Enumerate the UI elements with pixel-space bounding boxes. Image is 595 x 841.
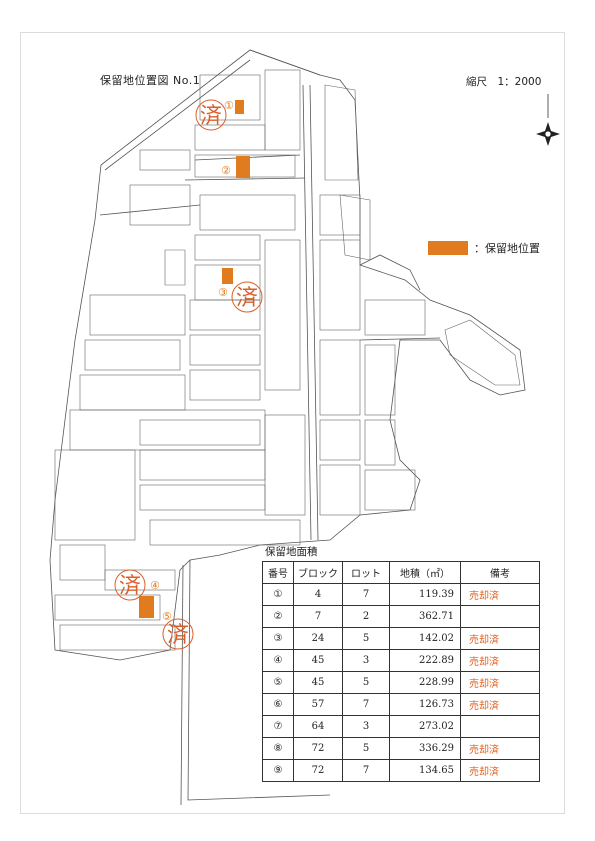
cell-lot: 7 xyxy=(342,693,390,716)
cell-lot: 3 xyxy=(342,715,390,738)
cell-area: 142.02 xyxy=(389,627,461,650)
cell-remarks: 売却済 xyxy=(460,649,540,672)
parcel-2-number: ② xyxy=(221,164,231,177)
header-area: 地積（㎡） xyxy=(389,561,461,584)
parcel-3 xyxy=(222,268,233,284)
cell-area: 119.39 xyxy=(389,583,461,606)
header-lot: ロット xyxy=(342,561,390,584)
table-header-row: 番号 ブロック ロット 地積（㎡） 備考 xyxy=(262,561,540,584)
legend: ：保留地位置 xyxy=(428,240,540,256)
cell-block: 72 xyxy=(293,759,343,782)
cell-area: 228.99 xyxy=(389,671,461,694)
sold-stamps: 済 済 済 済 xyxy=(114,99,263,650)
cell-block: 45 xyxy=(293,671,343,694)
parcel-1-number: ① xyxy=(224,99,234,112)
cell-remarks xyxy=(460,605,540,628)
parcel-numbers: ① ② ③ ④ ⑤ xyxy=(150,99,234,623)
map-title: 保留地位置図 No.1 xyxy=(100,74,201,87)
reserved-parcels xyxy=(139,100,250,618)
cell-lot: 5 xyxy=(342,671,390,694)
legend-label: ：保留地位置 xyxy=(474,242,540,255)
cell-lot: 2 xyxy=(342,605,390,628)
cell-area: 336.29 xyxy=(389,737,461,760)
cell-block: 72 xyxy=(293,737,343,760)
cell-number: ① xyxy=(262,583,294,606)
cell-number: ④ xyxy=(262,649,294,672)
header-remarks: 備考 xyxy=(460,561,540,584)
svg-text:済: 済 xyxy=(236,286,258,311)
cell-block: 57 xyxy=(293,693,343,716)
parcel-5-number: ⑤ xyxy=(162,610,172,623)
city-blocks xyxy=(54,69,521,651)
road-central xyxy=(309,84,319,541)
parcel-2 xyxy=(236,156,250,178)
legend-swatch xyxy=(428,241,468,255)
cell-number: ⑨ xyxy=(262,759,294,782)
cell-area: 134.65 xyxy=(389,759,461,782)
parcel-4-5 xyxy=(139,596,154,618)
svg-text:済: 済 xyxy=(200,104,222,129)
header-block: ブロック xyxy=(293,561,343,584)
parcel-1 xyxy=(235,100,244,114)
cell-lot: 3 xyxy=(342,649,390,672)
cell-number: ⑥ xyxy=(262,693,294,716)
cell-remarks: 売却済 xyxy=(460,583,540,606)
cell-number: ⑧ xyxy=(262,737,294,760)
cell-remarks: 売却済 xyxy=(460,671,540,694)
cell-block: 7 xyxy=(293,605,343,628)
cell-lot: 7 xyxy=(342,583,390,606)
cell-block: 45 xyxy=(293,649,343,672)
cell-remarks: 売却済 xyxy=(460,759,540,782)
sold-stamp-1 xyxy=(195,99,227,131)
cell-number: ② xyxy=(262,605,294,628)
cell-lot: 5 xyxy=(342,737,390,760)
cell-number: ③ xyxy=(262,627,294,650)
cell-remarks xyxy=(460,715,540,738)
cell-area: 222.89 xyxy=(389,649,461,672)
sold-stamp-3 xyxy=(231,281,263,313)
cell-block: 4 xyxy=(293,583,343,606)
cell-area: 362.71 xyxy=(389,605,461,628)
cell-block: 24 xyxy=(293,627,343,650)
cell-number: ⑦ xyxy=(262,715,294,738)
cell-area: 126.73 xyxy=(389,693,461,716)
page-frame xyxy=(20,32,565,814)
road-south xyxy=(187,559,331,801)
parcel-4-number: ④ xyxy=(150,579,160,592)
compass-rose-icon xyxy=(536,94,560,146)
cell-remarks: 売却済 xyxy=(460,627,540,650)
cell-block: 64 xyxy=(293,715,343,738)
cell-number: ⑤ xyxy=(262,671,294,694)
cell-remarks: 売却済 xyxy=(460,693,540,716)
header-number: 番号 xyxy=(262,561,294,584)
sold-stamp-5 xyxy=(162,618,194,650)
cell-remarks: 売却済 xyxy=(460,737,540,760)
cell-lot: 7 xyxy=(342,759,390,782)
map-scale: 縮尺 1：2000 xyxy=(466,76,542,88)
svg-text:済: 済 xyxy=(119,574,141,599)
parcel-3-number: ③ xyxy=(218,286,228,299)
area-table-caption: 保留地面積 xyxy=(265,546,318,558)
svg-text:済: 済 xyxy=(167,623,189,648)
cell-area: 273.02 xyxy=(389,715,461,738)
sold-stamp-4 xyxy=(114,569,146,601)
cell-lot: 5 xyxy=(342,627,390,650)
